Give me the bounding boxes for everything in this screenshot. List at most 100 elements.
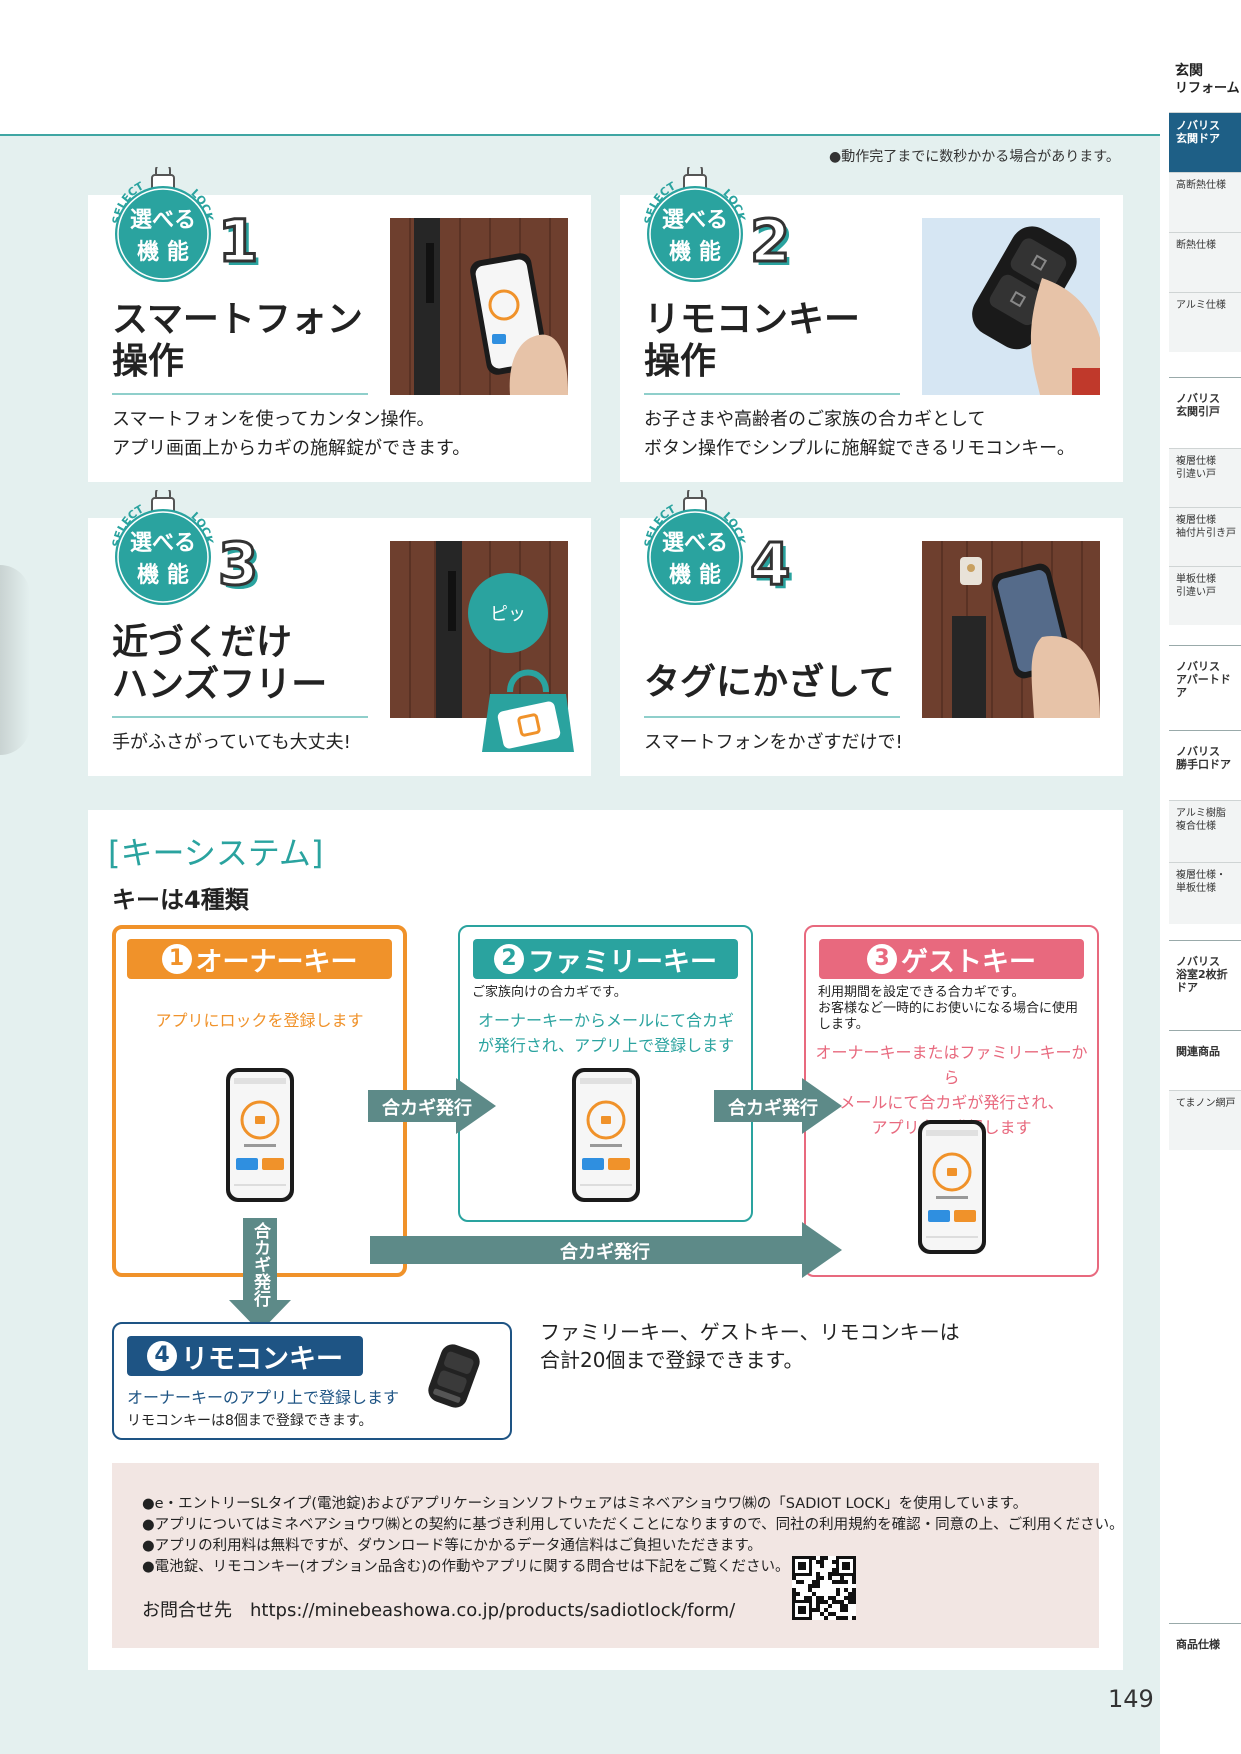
sidebar-item-label: アパートドア [1176,673,1231,699]
feature-description: 手がふさがっていても大丈夫! [112,732,351,753]
remote-key-header: 4 リモコンキー [127,1336,363,1376]
arrow-label-2: 合カギ発行 [728,1098,818,1119]
top-note: ●動作完了までに数秒かかる場合があります。 [829,149,1120,165]
feature-description: スマートフォンをかざすだけで! [644,732,903,753]
sidebar-item-label: 引違い戸 [1176,469,1216,480]
sidebar-item[interactable]: 単板仕様引違い戸 [1169,566,1241,625]
feature-number: 3 [216,529,259,600]
sidebar-item[interactable]: ノバリス玄関ドア [1169,112,1241,172]
remote-key-note: リモコンキーは8個まで登録できます。 [127,1413,373,1429]
sidebar-item-label: 玄関ドア [1176,132,1220,145]
arrow-owner-to-guest [370,1222,842,1278]
family-key-header: 2 ファミリーキー [473,939,738,979]
arrow-owner-to-family [368,1078,496,1134]
feature-title: スマートフォン 操作 [112,299,363,382]
sidebar-item[interactable]: 複層仕様引違い戸 [1169,448,1241,507]
sidebar-item[interactable]: 高断熱仕様 [1169,172,1241,232]
note-line: ●アプリの利用料は無料ですが、ダウンロード等にかかるデータ通信料はご負担いただき… [142,1538,762,1554]
feature-number: 1 [216,206,259,277]
feature-number: 4 [748,529,791,600]
sidebar-item-label: 複層仕様 [1176,456,1216,467]
family-app-phone [572,1068,640,1202]
sidebar-item[interactable]: アルミ樹脂複合仕様 [1169,800,1241,862]
guest-key-number: 3 [867,944,897,974]
sidebar-item-label: 複層仕様 [1176,515,1216,526]
sidebar-item-label: 単板仕様 [1176,883,1216,894]
app-screen [576,1072,636,1198]
guest-key-header: 3 ゲストキー [819,939,1084,979]
family-key-text: オーナーキーからメールにて合カギ が発行され、アプリ上で登録します [477,1011,735,1055]
owner-key-number: 1 [161,944,192,974]
sidebar-item-label: 高断熱仕様 [1176,180,1226,191]
sidebar-item-label: 袖付片引き戸 [1176,528,1236,539]
sidebar-item-label: ノバリス [1176,119,1220,132]
app-screen [230,1072,290,1198]
feature-title-rule [644,716,900,718]
sidebar-item-label: 商品仕様 [1176,1638,1220,1651]
remote-key-fob-image [428,1344,480,1408]
feature-number: 2 [748,206,791,277]
sidebar-item-label: 断熱仕様 [1176,240,1216,251]
sidebar-item[interactable]: 断熱仕様 [1169,232,1241,292]
sidebar-item-label: 勝手口ドア [1176,758,1231,771]
feature-photo [922,218,1100,395]
feature-photo [922,541,1100,718]
sidebar-item-label: アルミ仕様 [1176,300,1226,311]
select-lock-badge: SELECT LOCK 選べる 機 能 [640,167,748,282]
family-key-label: ファミリーキー [528,946,717,978]
contact-url[interactable]: お問合せ先 https://minebeashowa.co.jp/product… [142,1600,736,1621]
badge-line2: 機 能 [137,562,189,588]
arrow-owner-to-remote [229,1218,291,1332]
feature-title-rule [112,393,368,395]
sidebar-item-label: 玄関引戸 [1176,405,1220,418]
badge-line1: 選べる [130,208,196,233]
feature-description: お子さまや高齢者のご家族の合カギとして ボタン操作でシンプルに施解錠できるリモコ… [644,409,1075,459]
family-key-number: 2 [494,944,524,974]
edge-shadow-decoration [0,565,30,755]
badge-line2: 機 能 [137,239,189,265]
qr-code [792,1556,856,1620]
sidebar-item-label: 引違い戸 [1176,587,1216,598]
sidebar-item[interactable]: てまノン網戸 [1169,1090,1241,1150]
owner-key-text: アプリにロックを登録します [155,1011,364,1030]
sidebar-item-label: ノバリス [1176,955,1220,968]
badge-line1: 選べる [130,531,196,556]
sidebar-item[interactable]: ノバリス浴室2枚折ドア [1169,940,1241,999]
sidebar-heading: 玄関 リフォーム [1175,63,1240,96]
arrow-family-to-guest [714,1078,842,1134]
sidebar-item[interactable]: 関連商品 [1169,1030,1241,1090]
feature-title: タグにかざして [644,662,895,703]
sidebar-item[interactable]: アルミ仕様 [1169,292,1241,352]
note-line: ●電池錠、リモコンキー(オプション品含む)の作動やアプリに関する問合せは下記をご… [142,1559,790,1575]
sidebar-item-label: 単板仕様 [1176,574,1216,585]
app-screen [922,1124,982,1250]
sidebar-item-label: ノバリス [1176,745,1220,758]
feature-title: 近づくだけ ハンズフリー [112,622,328,705]
notes-box [112,1463,1099,1648]
remote-key-label: リモコンキー [181,1343,343,1375]
sidebar-item-label: 関連商品 [1176,1045,1220,1058]
registration-limit-text: ファミリーキー、ゲストキー、リモコンキーは 合計20個まで登録できます。 [540,1320,960,1372]
feature-title-rule [644,393,900,395]
note-line: ●e・エントリーSLタイプ(電池錠)およびアプリケーションソフトウェアはミネベア… [142,1496,1028,1512]
sidebar-item[interactable]: ノバリス玄関引戸 [1169,377,1241,448]
sidebar-item[interactable]: 複層仕様袖付片引き戸 [1169,507,1241,566]
sidebar-item[interactable]: 複層仕様・単板仕様 [1169,862,1241,924]
badge-line2: 機 能 [669,239,721,265]
select-lock-badge: SELECT LOCK 選べる 機 能 [640,490,748,605]
owner-key-label: オーナーキー [195,946,358,978]
bag-icon [480,656,576,760]
guest-key-label: ゲストキー [901,946,1036,978]
beep-bubble-text: ピッ [490,604,526,625]
remote-key-text: オーナーキーのアプリ上で登録します [127,1388,400,1407]
sidebar-item[interactable]: ノバリスアパートドア [1169,645,1241,704]
guest-key-text: オーナーキーまたはファミリーキーから メールにて合カギが発行され、 アプリ上で登… [815,1043,1088,1137]
family-key-note: ご家族向けの合カギです。 [472,985,627,1000]
key-system-title: [キーシステム] [108,834,324,872]
owner-app-phone [226,1068,294,1202]
feature-title-rule [112,716,368,718]
sidebar-item[interactable]: 商品仕様 [1169,1623,1241,1681]
sidebar-item[interactable]: ノバリス勝手口ドア [1169,730,1241,800]
top-rule [0,134,1160,136]
key-system-subtitle: キーは4種類 [112,886,249,914]
